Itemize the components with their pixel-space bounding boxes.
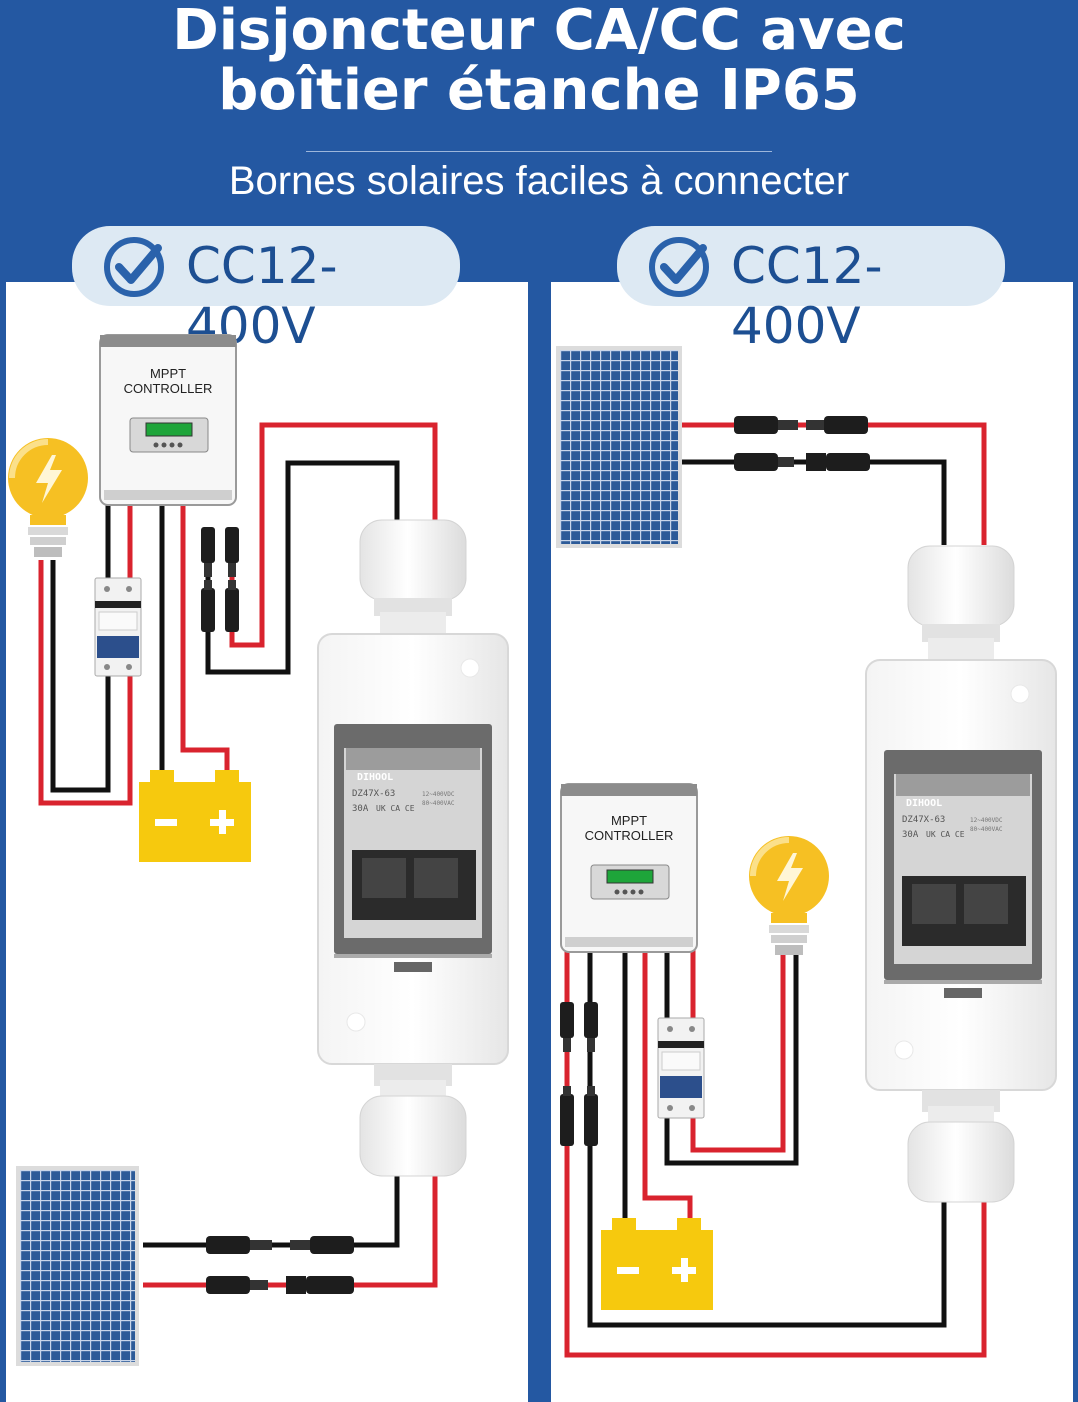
left-breaker-spec-2: 80~400VAC: [422, 800, 455, 807]
left-mini-breaker-icon: [94, 577, 142, 677]
left-solar-panel-icon: [16, 1166, 139, 1366]
title-line-2: boîtier étanche IP65: [218, 58, 860, 123]
right-breaker-brand: DIHOOL: [906, 798, 942, 809]
left-controller-label-1: MPPT: [150, 366, 186, 381]
right-mini-breaker-icon: [657, 1017, 705, 1119]
right-breaker-marks: UK CA CE: [926, 830, 965, 839]
right-badge-label: CC12-400V: [731, 237, 883, 355]
subtitle: Bornes solaires faciles à connecter: [228, 159, 850, 203]
right-breaker-rating: 30A: [902, 830, 919, 840]
left-light-bulb-icon: [8, 438, 88, 557]
title-divider: [306, 151, 772, 152]
right-breaker-spec-1: 12~400VDC: [970, 817, 1003, 824]
left-breaker-rating: 30A: [352, 804, 369, 814]
mc4-connector-icon: [734, 416, 870, 471]
right-breaker-spec-2: 80~400VAC: [970, 826, 1003, 833]
right-light-bulb-icon: [749, 836, 829, 955]
left-battery-icon: [139, 770, 251, 862]
title-line-1: Disjoncteur CA/CC avec: [172, 0, 906, 63]
right-mppt-controller: MPPT CONTROLLER: [560, 783, 698, 953]
mc4-connector-icon: [206, 1236, 354, 1294]
check-circle-icon: [649, 237, 709, 297]
left-mppt-controller: MPPT CONTROLLER: [99, 334, 237, 506]
right-controller-label-2: CONTROLLER: [585, 828, 674, 843]
left-breaker-spec-1: 12~400VDC: [422, 791, 455, 798]
mc4-connector-icon: [201, 527, 239, 632]
left-controller-label-2: CONTROLLER: [124, 381, 213, 396]
mc4-connector-icon: [560, 1002, 598, 1146]
left-enclosure-icon: DIHOOL DZ47X-63 30A UK CA CE 12~400VDC 8…: [317, 519, 509, 1177]
right-controller-label-1: MPPT: [611, 813, 647, 828]
right-battery-icon: [601, 1218, 713, 1310]
right-solar-panel-icon: [556, 346, 682, 548]
left-breaker-brand: DIHOOL: [357, 772, 393, 783]
right-breaker-model: DZ47X-63: [902, 815, 945, 825]
right-voltage-badge: CC12-400V: [617, 226, 1005, 355]
check-circle-icon: [104, 237, 164, 297]
left-breaker-marks: UK CA CE: [376, 804, 415, 813]
right-enclosure-icon: DIHOOL DZ47X-63 30A UK CA CE 12~400VDC 8…: [865, 545, 1057, 1203]
left-breaker-model: DZ47X-63: [352, 789, 395, 799]
